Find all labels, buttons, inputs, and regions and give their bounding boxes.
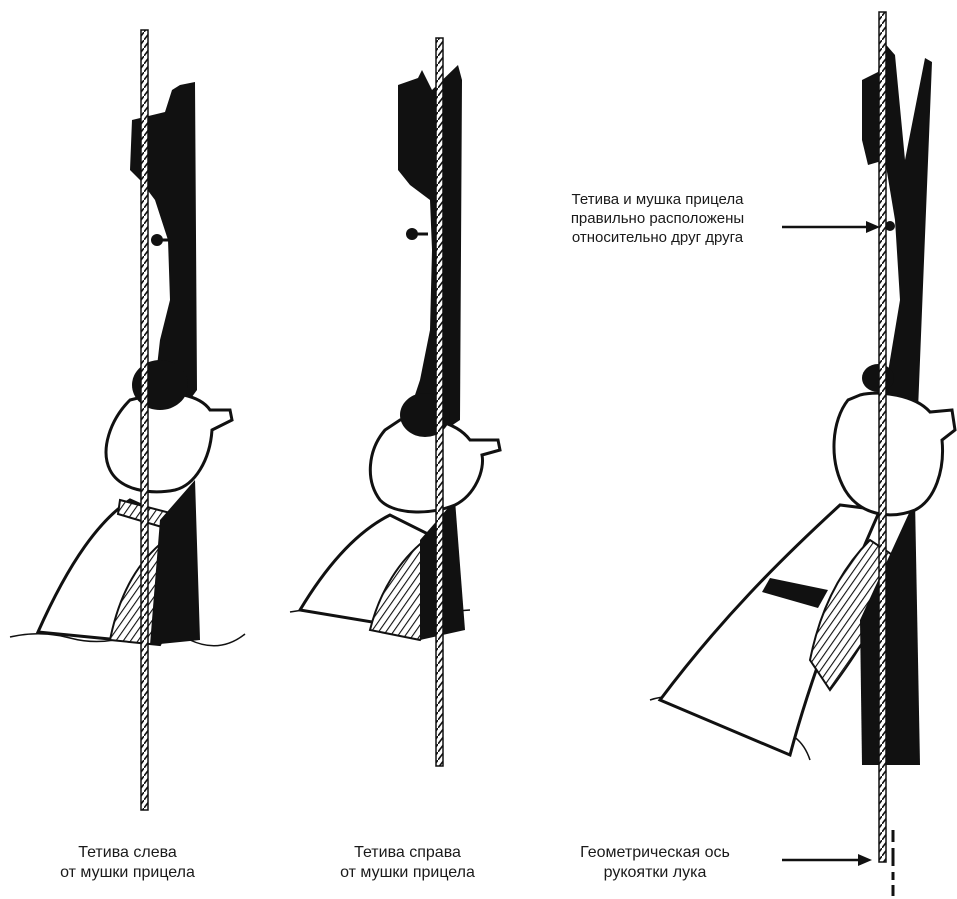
caption-middle-line-2: от мушки прицела — [320, 863, 495, 883]
bow-lower-limb — [150, 480, 200, 645]
caption-middle: Тетива справа от мушки прицела — [320, 843, 495, 883]
caption-right-line-2: рукоятки лука — [560, 863, 750, 883]
arrow-to-grip-axis — [782, 854, 872, 866]
caption-middle-line-1: Тетива справа — [320, 843, 495, 863]
annotation-line-2: правильно расположены — [535, 209, 780, 228]
figure-middle-string-right-of-sight — [290, 38, 500, 766]
caption-right-axis: Геометрическая ось рукоятки лука — [560, 843, 750, 883]
caption-left-line-1: Тетива слева — [40, 843, 215, 863]
caption-left-line-2: от мушки прицела — [40, 863, 215, 883]
annotation-line-1: Тетива и мушка прицела — [535, 190, 780, 209]
alignment-annotation: Тетива и мушка прицела правильно располо… — [535, 190, 780, 247]
bowstring-right — [879, 12, 886, 862]
figure-right-correct-alignment — [650, 12, 955, 896]
grip-knot — [862, 364, 894, 392]
hand — [834, 393, 955, 515]
caption-left: Тетива слева от мушки прицела — [40, 843, 215, 883]
figure-left-string-left-of-sight — [10, 30, 245, 810]
sight-pin-middle — [406, 228, 418, 240]
bow-riser — [398, 65, 462, 440]
annotation-line-3: относительно друг друга — [535, 228, 780, 247]
sight-pin-left — [151, 234, 163, 246]
arrow-to-sight-pin — [782, 221, 880, 233]
bowstring-left — [141, 30, 148, 810]
caption-right-line-1: Геометрическая ось — [560, 843, 750, 863]
bowstring-middle — [436, 38, 443, 766]
